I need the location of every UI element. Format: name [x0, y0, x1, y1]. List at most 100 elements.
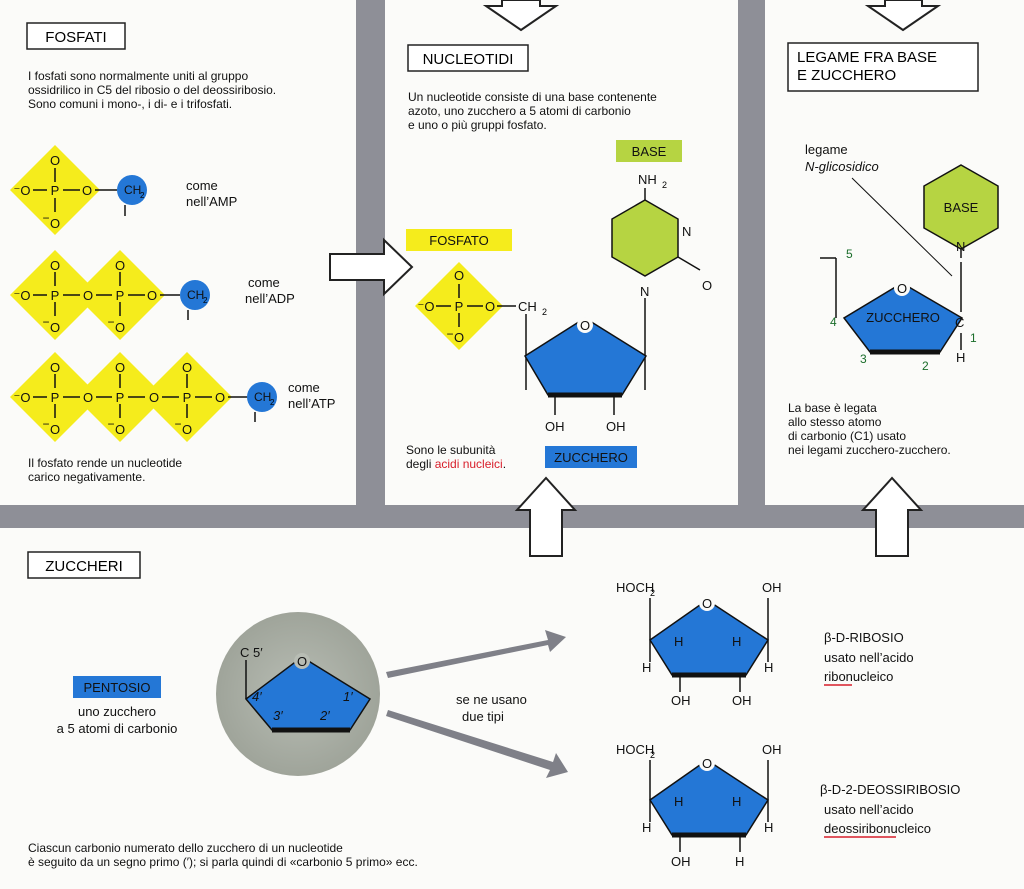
svg-text:H: H	[764, 660, 773, 675]
svg-text:4: 4	[830, 315, 837, 329]
svg-text:⁻O: ⁻O	[418, 299, 435, 314]
svg-text:P: P	[455, 299, 464, 314]
svg-text:2: 2	[542, 307, 547, 317]
zuccheri-note-1: Ciascun carbonio numerato dello zucchero…	[28, 841, 343, 855]
svg-text:1: 1	[970, 331, 977, 345]
svg-text:N: N	[640, 284, 649, 299]
svg-text:2: 2	[203, 296, 208, 305]
svg-text:O: O	[50, 422, 60, 437]
svg-text:OH: OH	[671, 854, 691, 869]
atp-label-1: come	[288, 380, 320, 395]
fosfati-desc-1: I fosfati sono normalmente uniti al grup…	[28, 69, 248, 83]
adp-label-2: nell’ADP	[245, 291, 295, 306]
svg-text:O: O	[897, 281, 907, 296]
arrow-down-icon	[482, 0, 560, 32]
svg-text:O: O	[82, 183, 92, 198]
svg-text:O: O	[115, 422, 125, 437]
svg-text:2: 2	[650, 750, 655, 760]
legame-base-label: BASE	[944, 200, 979, 215]
legame-note-2: allo stesso atomo	[788, 415, 882, 429]
svg-text:OH: OH	[671, 693, 691, 708]
pentosio-desc-1: uno zucchero	[78, 704, 156, 719]
zuccheri-title-box	[27, 551, 141, 579]
svg-text:⁻O: ⁻O	[14, 288, 31, 303]
arrow-up-icon	[860, 476, 924, 557]
svg-text:−: −	[42, 211, 49, 225]
svg-text:−: −	[107, 417, 114, 431]
amp-phosphate: O P O O ⁻O − CH 2	[10, 145, 147, 235]
phosphate-diamond	[75, 352, 165, 442]
phosphate-diamond	[75, 250, 165, 340]
svg-text:4′: 4′	[252, 689, 262, 704]
svg-text:CH: CH	[518, 299, 537, 314]
svg-text:2: 2	[140, 191, 145, 200]
svg-text:H: H	[735, 854, 744, 869]
ch2-circle	[117, 175, 147, 205]
svg-text:O: O	[580, 318, 590, 333]
legame-note-1: La base è legata	[788, 401, 877, 415]
nucleotidi-desc-3: e uno o più gruppi fosfato.	[408, 118, 547, 132]
nucleotidi-desc-1: Un nucleotide consiste di una base conte…	[408, 90, 657, 104]
arrow-right-icon	[329, 237, 414, 297]
svg-text:−: −	[42, 315, 49, 329]
svg-text:P: P	[116, 390, 125, 405]
zucchero-tag	[545, 446, 637, 468]
svg-text:O: O	[50, 258, 60, 273]
svg-text:5: 5	[846, 247, 853, 261]
amp-label-2: nell’AMP	[186, 194, 237, 209]
svg-text:P: P	[183, 390, 192, 405]
amp-label-1: come	[186, 178, 218, 193]
fosfati-note-1: Il fosfato rende un nucleotide	[28, 456, 182, 470]
svg-text:O: O	[702, 596, 712, 611]
svg-text:O: O	[149, 390, 159, 405]
svg-text:2′: 2′	[319, 708, 330, 723]
deoxyribose-structure: HOCH 2 O OH H H H H OH H	[616, 742, 782, 869]
adp-label-1: come	[248, 275, 280, 290]
svg-text:OH: OH	[762, 742, 782, 757]
svg-text:1′: 1′	[343, 689, 353, 704]
nucleotidi-title: NUCLEOTIDI	[423, 51, 514, 68]
svg-text:O: O	[50, 360, 60, 375]
svg-text:CH: CH	[187, 288, 204, 302]
pentosio-tag	[73, 676, 161, 698]
svg-text:H: H	[764, 820, 773, 835]
svg-text:O: O	[50, 320, 60, 335]
svg-text:CH: CH	[254, 390, 271, 404]
svg-text:N: N	[956, 239, 965, 254]
svg-text:HOCH: HOCH	[616, 580, 654, 595]
svg-text:3: 3	[860, 352, 867, 366]
svg-text:C 5′: C 5′	[240, 645, 263, 660]
svg-text:O: O	[115, 320, 125, 335]
arrow-to-ribose-icon	[386, 630, 566, 678]
phosphate-diamond	[415, 262, 503, 350]
atp-phosphate: O P O O P O O P O O O O ⁻O − − − CH 2	[10, 352, 277, 442]
svg-text:N: N	[682, 224, 691, 239]
svg-text:O: O	[50, 153, 60, 168]
svg-text:C: C	[955, 315, 964, 330]
fosfato-tag	[406, 229, 512, 251]
pentosio-desc-2: a 5 atomi di carbonio	[57, 721, 178, 736]
legame-sugar-label: ZUCCHERO	[866, 310, 940, 325]
fosfati-note-2: carico negativamente.	[28, 470, 145, 484]
panel-zuccheri	[0, 528, 1024, 889]
ribosio-line3: ribonucleico	[824, 669, 893, 684]
svg-text:O: O	[115, 258, 125, 273]
arrow-up-icon	[514, 476, 578, 557]
legame-note-3: di carbonio (C1) usato	[788, 429, 906, 443]
svg-text:O: O	[454, 268, 464, 283]
zuccheri-note-2: è seguito da un segno primo (′); si parl…	[28, 855, 418, 869]
legame-title-1: LEGAME FRA BASE	[797, 49, 937, 66]
svg-text:2: 2	[650, 588, 655, 598]
svg-text:H: H	[674, 634, 683, 649]
svg-text:OH: OH	[606, 419, 626, 434]
nucleotidi-desc-2: azoto, uno zucchero a 5 atomi di carboni…	[408, 104, 631, 118]
atp-label-2: nell’ATP	[288, 396, 335, 411]
svg-text:OH: OH	[732, 693, 752, 708]
ch2-circle	[180, 280, 210, 310]
svg-text:O: O	[182, 360, 192, 375]
base-tag-label: BASE	[632, 144, 667, 159]
legame-note-4: nei legami zucchero-zucchero.	[788, 443, 951, 457]
svg-text:O: O	[147, 288, 157, 303]
svg-text:−: −	[107, 315, 114, 329]
